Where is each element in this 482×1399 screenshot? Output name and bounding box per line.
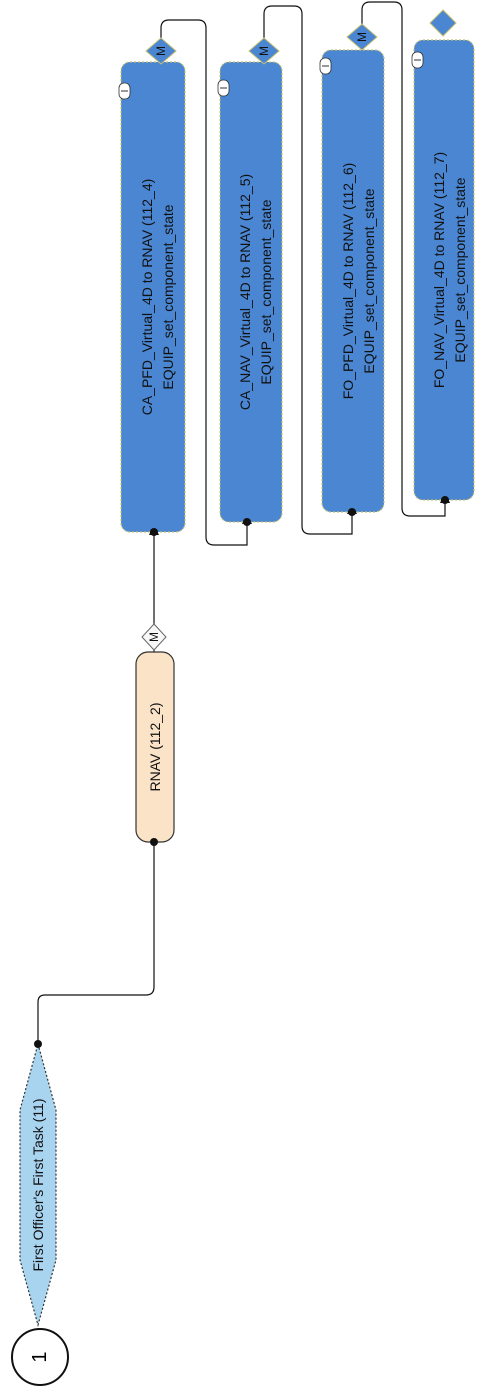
equip-4-subtitle: EQUIP_set_component_state — [452, 177, 468, 362]
rnav-marker: M — [141, 623, 167, 651]
equip-node-1[interactable]: CA_PFD_Virtual_4D to RNAV (112_4) EQUIP_… — [120, 61, 186, 533]
equip-4-link-icon — [411, 51, 424, 69]
equip-3-title: FO_PFD_Virtual_4D to RNAV (112_6) — [340, 163, 356, 400]
equip-3-in-port — [348, 508, 356, 516]
equip-4-in-port — [441, 496, 449, 504]
equip-1-link-icon — [118, 82, 131, 100]
equip-node-3[interactable]: FO_PFD_Virtual_4D to RNAV (112_6) EQUIP_… — [321, 49, 385, 513]
start-node-label: 1 — [29, 1351, 51, 1362]
equip-node-2[interactable]: CA_NAV_Virtual_4D to RNAV (112_5) EQUIP_… — [219, 61, 283, 523]
equip-3-marker: M — [346, 23, 378, 51]
equip-3-subtitle: EQUIP_set_component_state — [361, 188, 377, 373]
rnav-marker-label: M — [147, 632, 161, 642]
equip-1-subtitle: EQUIP_set_component_state — [160, 204, 176, 389]
connector-equip2-to-equip3 — [263, 5, 353, 535]
connector-equip1-to-equip2 — [160, 19, 248, 546]
first-task-node[interactable]: First Officer's First Task (11) — [19, 1041, 57, 1328]
equip-1-in-port — [150, 528, 158, 536]
rnav-node[interactable]: RNAV (112_2) — [135, 651, 175, 843]
equip-1-marker-label: M — [154, 46, 168, 56]
start-node[interactable]: 1 — [11, 1328, 69, 1386]
equip-2-marker: M — [248, 37, 280, 65]
equip-1-marker: M — [145, 37, 177, 65]
first-task-port — [34, 1040, 42, 1048]
rnav-label: RNAV (112_2) — [147, 703, 163, 792]
equip-3-marker-label: M — [355, 32, 369, 42]
arrowheads — [149, 492, 450, 535]
equip-1-title: CA_PFD_Virtual_4D to RNAV (112_4) — [139, 179, 155, 416]
equip-2-title: CA_NAV_Virtual_4D to RNAV (112_5) — [237, 174, 253, 410]
equip-2-in-port — [243, 518, 251, 526]
equip-2-marker-label: M — [257, 46, 271, 56]
equip-2-link-icon — [217, 79, 230, 97]
equip-3-link-icon — [319, 57, 332, 75]
equip-node-4[interactable]: FO_NAV_Virtual_4D to RNAV (112_7) EQUIP_… — [413, 39, 475, 501]
first-task-label: First Officer's First Task (11) — [30, 1098, 46, 1271]
equip-4-marker — [429, 9, 457, 37]
equip-4-title: FO_NAV_Virtual_4D to RNAV (112_7) — [431, 152, 447, 388]
connector-equip3-to-equip4 — [361, 1, 446, 517]
equip-2-subtitle: EQUIP_set_component_state — [258, 199, 274, 384]
rnav-out-port — [150, 838, 158, 846]
connectors — [37, 1, 446, 1044]
connector-task-to-rnav — [37, 842, 155, 1044]
